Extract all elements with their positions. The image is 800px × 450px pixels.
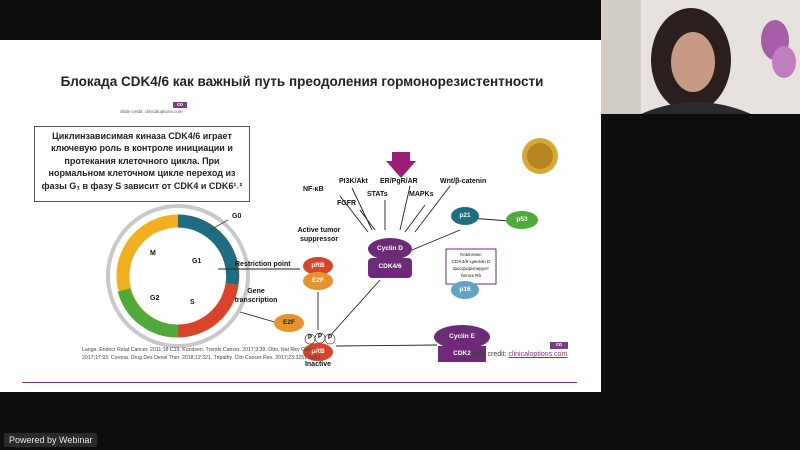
cdk46-label: CDK4/6 (378, 263, 402, 270)
prb-inactive-shape (303, 343, 333, 361)
mapks-label: MAPKs (409, 191, 434, 198)
er-label: ER/PgR/AR (380, 178, 418, 185)
slide-credit-small: Slide credit: clinicaloptions.com (120, 109, 183, 114)
prb-active-shape (303, 257, 333, 275)
phosphate-label: P (327, 335, 332, 341)
e2f-active-label: E2F (312, 277, 324, 284)
prb-inactive-label: pRB (311, 348, 325, 355)
slide-title: Блокада CDK4/6 как важный путь преодолен… (60, 74, 544, 89)
info-line: протекания клеточного цикла. При (64, 155, 220, 166)
highlight-arrow-icon (386, 152, 416, 178)
cdk46-shape (368, 258, 412, 278)
stats-label: STATs (367, 191, 388, 198)
p21-label: p21 (459, 212, 471, 219)
restriction-point-label: Restriction point (235, 261, 291, 268)
g2-arc (117, 288, 179, 338)
cyclin-d-label: Cyclin D (376, 245, 403, 252)
info-box: Циклинзависимая киназа CDK4/6 играет клю… (34, 126, 250, 202)
m-label: M (150, 250, 156, 257)
presenter-video (601, 0, 800, 114)
e2f-free-label: E2F (283, 319, 295, 326)
slide-logo: co (550, 342, 568, 349)
wnt-label: Wnt/β-catenin (440, 178, 487, 185)
active-tumor-label: Active tumor suppressor (297, 227, 341, 243)
p16-label: p16 (459, 286, 471, 293)
footer-divider (22, 382, 577, 383)
g0-ring (106, 204, 250, 348)
info-line: нормальном клеточном цикле переход из (48, 168, 236, 179)
slide-logo-small: co (173, 102, 187, 108)
inactive-label: Inactive (304, 361, 332, 368)
phosphate-label: P (317, 334, 322, 340)
s-label: S (190, 299, 195, 306)
info-line: фазы G₁ в фазу S зависит от CDK4 и CDK6¹… (41, 180, 243, 191)
cyclin-d-shape (368, 238, 412, 260)
g2-label: G2 (150, 295, 160, 302)
g1-arc (177, 214, 240, 285)
nfkb-label: NF-κB (303, 186, 324, 193)
slide-credit: Slide credit: clinicaloptions.com (470, 351, 568, 358)
cell-cycle-diagram (106, 138, 558, 362)
p16-shape (451, 281, 479, 299)
gene-transcription-label: Gene transcription (234, 288, 278, 304)
info-line: Циклинзависимая киназа CDK4/6 играет (52, 131, 232, 141)
cyclin-e-label: Cyclin E (449, 333, 475, 340)
p53-shape (506, 211, 538, 229)
webcam-feed (601, 0, 800, 114)
p53-label: p53 (516, 216, 528, 223)
credit-link[interactable]: clinicaloptions.com (508, 351, 568, 358)
cdk2-shape (438, 346, 486, 362)
references: Lange. Endocr Relat Cancer. 2011;18:C19.… (82, 347, 322, 361)
fgfr-label: FGFR (337, 200, 357, 207)
phosphate-label: P (307, 335, 312, 341)
powered-by-badge[interactable]: Powered by Webinar (4, 433, 98, 447)
e2f-active-shape (303, 272, 333, 290)
prb-active-label: pRB (311, 262, 325, 269)
p21-shape (451, 207, 479, 225)
presentation-slide: Блокада CDK4/6 как важный путь преодолен… (0, 40, 601, 392)
info-line: ключевую роль в контроле инициации и (51, 143, 233, 154)
g1-label: G1 (192, 258, 202, 265)
cdk2-label: CDK2 (453, 350, 471, 357)
e2f-free-shape (274, 314, 304, 332)
g0-label: G0 (232, 213, 242, 220)
s-arc (177, 282, 239, 338)
complex-text: Комплекс CDK4/6-циклин D фосфорилирует б… (451, 253, 491, 279)
pathway-arrows (317, 185, 523, 347)
cyclin-e-shape (434, 325, 490, 349)
pi3k-label: PI3K/Akt (339, 178, 368, 185)
